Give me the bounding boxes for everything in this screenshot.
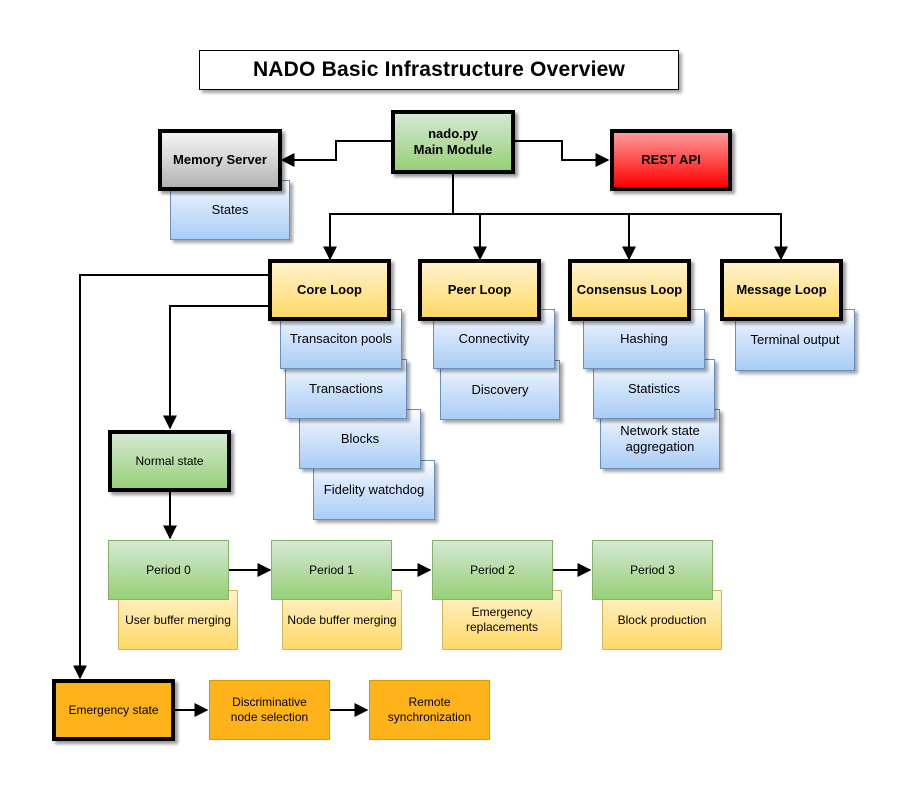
node-period-2: Period 2: [432, 540, 553, 600]
node-emergency-state: Emergency state: [52, 679, 175, 741]
node-discriminative-node-selection: Discriminative node selection: [209, 680, 330, 740]
node-peer-loop: Peer Loop: [418, 259, 541, 321]
edge-main-to-core-loop: [323, 174, 454, 261]
node-period-1: Period 1: [271, 540, 392, 600]
node-remote-synchronization: Remote synchronization: [369, 680, 490, 740]
node-discovery: Discovery: [440, 360, 560, 420]
edge-core-loop-to-normal-state: [163, 305, 268, 430]
node-message-loop: Message Loop: [720, 259, 843, 321]
node-statistics: Statistics: [593, 359, 715, 419]
node-consensus-loop: Consensus Loop: [568, 259, 691, 321]
node-period-0: Period 0: [108, 540, 229, 600]
node-normal-state: Normal state: [108, 430, 231, 492]
node-emergency-replacements: Emergency replacements: [442, 590, 562, 650]
edge-core-loop-to-emergency-state: [73, 274, 268, 680]
edge-main-to-message-loop: [453, 213, 788, 261]
node-fidelity-watchdog: Fidelity watchdog: [313, 460, 435, 520]
node-period-3: Period 3: [592, 540, 713, 600]
edge-main-to-rest-api: [515, 140, 610, 167]
node-transactions: Transactions: [285, 359, 407, 419]
node-network-state-aggregation: Network state aggregation: [600, 409, 720, 469]
node-user-buffer-merging: User buffer merging: [118, 590, 238, 650]
edge-main-to-peer-loop: [453, 213, 487, 261]
node-rest-api: REST API: [610, 129, 732, 191]
node-memory-server: Memory Server: [158, 129, 282, 191]
diagram-title: NADO Basic Infrastructure Overview: [199, 50, 679, 90]
node-node-buffer-merging: Node buffer merging: [282, 590, 402, 650]
node-block-production: Block production: [602, 590, 722, 650]
node-core-loop: Core Loop: [268, 259, 391, 321]
node-main-module: nado.py Main Module: [391, 110, 515, 174]
edge-main-to-memory-server: [280, 140, 391, 167]
